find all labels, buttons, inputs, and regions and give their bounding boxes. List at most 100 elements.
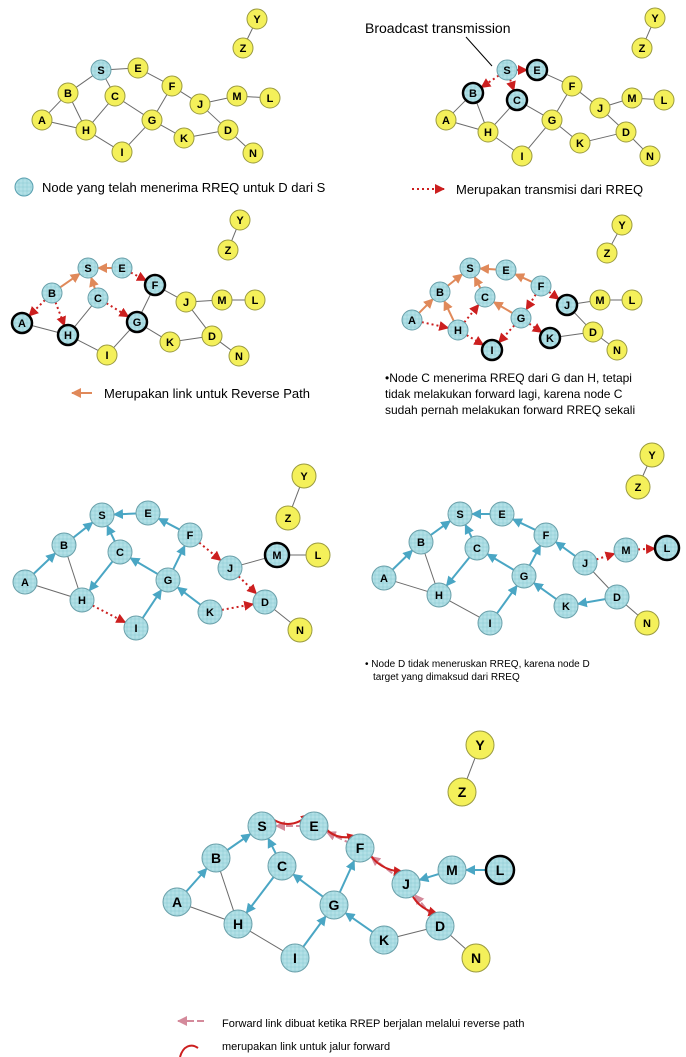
node-J-circle: [572, 550, 598, 576]
node-Y-circle: [611, 214, 633, 236]
node-G-label: G: [548, 115, 557, 127]
node-S-circle: [90, 59, 112, 81]
node-Y: Y: [639, 442, 665, 468]
node-E: E: [525, 58, 549, 82]
edge-H-C: [245, 876, 275, 914]
node-L-circle: [484, 854, 516, 886]
note-node-d-line-2: target yang dimaksud dari RREQ: [373, 672, 520, 683]
node-G-label: G: [329, 897, 340, 913]
edge-K-D: [179, 336, 203, 342]
edge-S-C: [473, 275, 484, 289]
edge-H-I: [495, 137, 515, 151]
node-E-circle: [111, 257, 133, 279]
node-Y-circle: [639, 442, 665, 468]
node-N: N: [287, 617, 313, 643]
node-M: M: [211, 289, 233, 311]
node-L-label: L: [661, 95, 668, 107]
node-E-label: E: [134, 63, 141, 75]
node-N: N: [242, 142, 264, 164]
node-Z-label: Z: [240, 43, 247, 55]
node-I-circle: [477, 610, 503, 636]
node-B: B: [51, 532, 77, 558]
node-M-label: M: [272, 550, 281, 562]
node-B-circle: [201, 843, 231, 873]
node-L-label: L: [252, 295, 259, 307]
node-H-label: H: [435, 590, 443, 602]
node-H-circle: [69, 587, 95, 613]
node-A-circle: [12, 569, 38, 595]
node-J-circle: [217, 555, 243, 581]
node-D-circle: [252, 589, 278, 615]
edge-D-N: [235, 136, 246, 147]
node-D: D: [217, 119, 239, 141]
node-J: J: [572, 550, 598, 576]
node-Y-label: Y: [651, 13, 659, 25]
node-Z-label: Z: [604, 248, 611, 260]
edge-C-G: [105, 302, 130, 318]
node-Z: Z: [447, 777, 477, 807]
node-Z-label: Z: [225, 245, 232, 257]
node-H-label: H: [454, 325, 462, 337]
node-L-circle: [621, 289, 643, 311]
node-E-circle: [299, 811, 329, 841]
node-Y-circle: [644, 7, 666, 29]
node-C: C: [267, 851, 297, 881]
edge-M-L: [246, 96, 261, 98]
node-Y-label: Y: [300, 471, 308, 483]
node-D: D: [252, 589, 278, 615]
node-I: I: [96, 344, 118, 366]
node-D-label: D: [261, 597, 269, 609]
node-I-circle: [111, 141, 133, 163]
node-A: A: [31, 109, 53, 131]
node-K-circle: [173, 127, 195, 149]
node-I-label: I: [134, 623, 137, 635]
node-A-label: A: [380, 573, 388, 585]
node-S-label: S: [98, 510, 105, 522]
node-L-label: L: [267, 93, 274, 105]
node-S-circle: [447, 501, 473, 527]
node-E: E: [495, 259, 517, 281]
node-J-circle: [589, 97, 611, 119]
node-K-label: K: [546, 333, 554, 345]
edge-F-G: [172, 544, 186, 570]
node-J: J: [391, 869, 421, 899]
node-N-circle: [634, 610, 660, 636]
node-K: K: [538, 326, 562, 350]
edge-S-B: [75, 75, 94, 88]
edge-B-A: [185, 867, 208, 893]
node-A-circle: [401, 309, 423, 331]
legend-forward-path-curve-icon: [179, 1044, 199, 1057]
edge-J-M: [576, 301, 591, 304]
node-F-circle: [345, 833, 375, 863]
edge-C-G: [123, 101, 144, 115]
node-L-circle: [259, 87, 281, 109]
edge-G-I: [497, 324, 516, 344]
node-Y: Y: [291, 463, 317, 489]
node-C-circle: [474, 286, 496, 308]
node-N: N: [461, 943, 491, 973]
node-H: H: [75, 119, 97, 141]
node-I: I: [123, 615, 149, 641]
edge-A-H: [395, 581, 428, 592]
edge-J-M: [609, 100, 623, 106]
edge-H-C: [494, 107, 511, 125]
edge-F-G: [525, 293, 537, 311]
edge-H-C: [463, 303, 480, 323]
node-C: C: [104, 85, 126, 107]
node-F-label: F: [187, 530, 194, 542]
node-Z-label: Z: [458, 784, 467, 800]
node-A: A: [162, 887, 192, 917]
node-C-circle: [87, 287, 109, 309]
node-A-circle: [162, 887, 192, 917]
node-D-label: D: [589, 327, 597, 339]
node-I: I: [111, 141, 133, 163]
edge-S-C: [506, 79, 516, 92]
node-F-label: F: [569, 81, 576, 93]
edge-A-H: [455, 122, 479, 130]
node-Z-label: Z: [639, 43, 646, 55]
node-C: C: [107, 539, 133, 565]
node-E-label: E: [533, 65, 540, 77]
legend-visited-text: Node yang telah menerima RREQ untuk D da…: [42, 180, 326, 195]
